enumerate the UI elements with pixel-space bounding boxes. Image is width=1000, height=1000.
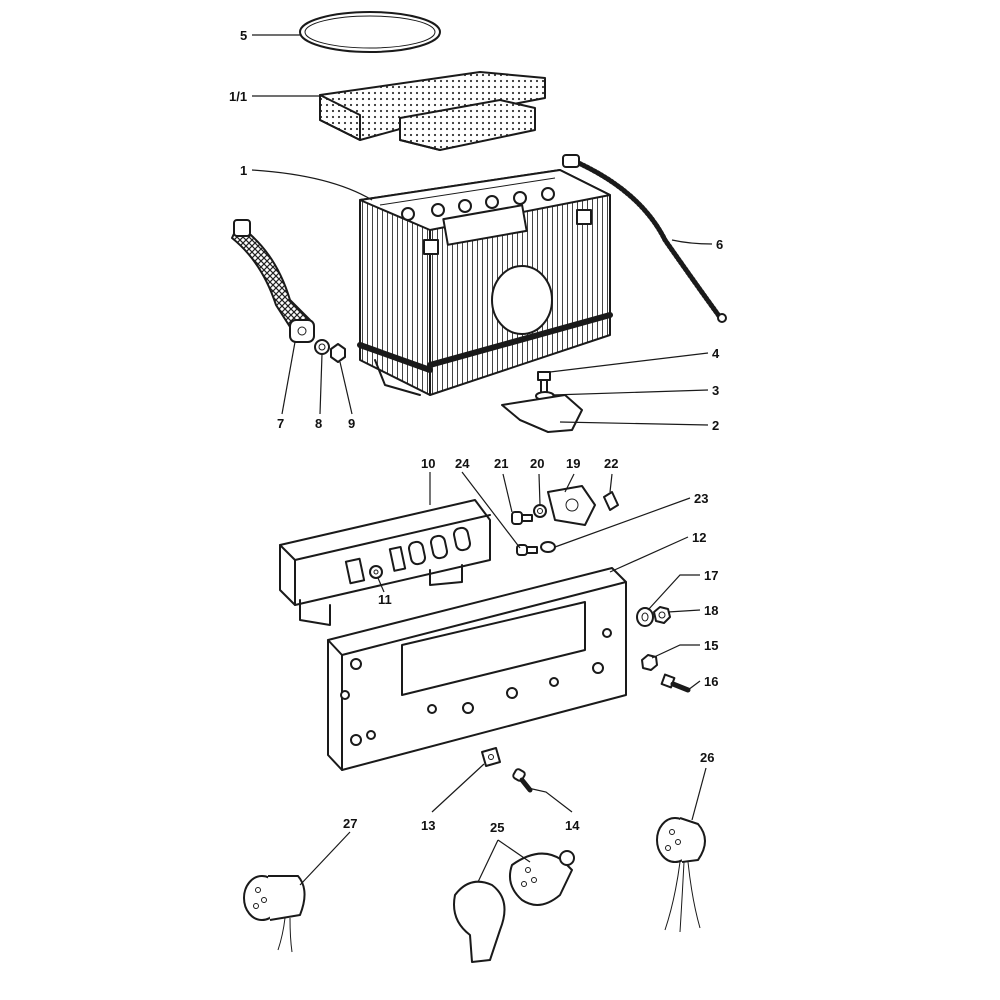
- mounting-plate: [327, 567, 627, 771]
- nut-9: [330, 343, 346, 363]
- battery-cover: [319, 71, 546, 151]
- label-17: 17: [704, 568, 718, 583]
- label-19: 19: [566, 456, 580, 471]
- washer-8: [314, 339, 330, 355]
- label-13: 13: [421, 818, 435, 833]
- label-6: 6: [716, 237, 723, 252]
- leader-lines: [251, 34, 713, 886]
- label-21: 21: [494, 456, 508, 471]
- label-25: 25: [490, 820, 504, 835]
- washer-23: [540, 541, 556, 553]
- label-7: 7: [277, 416, 284, 431]
- callout-labels: 5 1/1 1 6 4 3 2 7 8 9 10 24 21 20 19 22 …: [229, 28, 723, 835]
- label-23: 23: [694, 491, 708, 506]
- label-24: 24: [455, 456, 470, 471]
- label-10: 10: [421, 456, 435, 471]
- gasket-ring: [299, 11, 441, 53]
- screw-21: [511, 511, 533, 525]
- label-18: 18: [704, 603, 718, 618]
- label-1-1: 1/1: [229, 89, 247, 104]
- connector-26: [656, 817, 706, 933]
- clip-nut-13: [481, 747, 501, 767]
- switch-knob: [369, 565, 383, 579]
- label-8: 8: [315, 416, 322, 431]
- label-3: 3: [712, 383, 719, 398]
- label-4: 4: [712, 346, 720, 361]
- clip-22: [603, 491, 619, 511]
- nut-18: [653, 606, 671, 624]
- screw-14: [512, 768, 533, 793]
- label-20: 20: [530, 456, 544, 471]
- ground-strap: [231, 219, 315, 343]
- label-5: 5: [240, 28, 247, 43]
- label-27: 27: [343, 816, 357, 831]
- battery: [357, 169, 613, 396]
- connector-25: [453, 850, 575, 963]
- positive-cable: [562, 154, 727, 323]
- label-16: 16: [704, 674, 718, 689]
- bracket-19: [547, 485, 596, 526]
- washer-20: [533, 504, 547, 518]
- connector-27: [243, 875, 306, 953]
- washer-17: [636, 607, 654, 627]
- label-2: 2: [712, 418, 719, 433]
- label-26: 26: [700, 750, 714, 765]
- label-22: 22: [604, 456, 618, 471]
- switch-panel: [279, 499, 491, 626]
- label-14: 14: [565, 818, 580, 833]
- nut-15: [641, 654, 658, 671]
- screw-24: [516, 544, 538, 556]
- label-1: 1: [240, 163, 247, 178]
- label-11: 11: [378, 592, 392, 607]
- bolt-16: [660, 673, 691, 693]
- label-9: 9: [348, 416, 355, 431]
- label-15: 15: [704, 638, 718, 653]
- label-12: 12: [692, 530, 706, 545]
- hold-down-clamp: [501, 394, 583, 433]
